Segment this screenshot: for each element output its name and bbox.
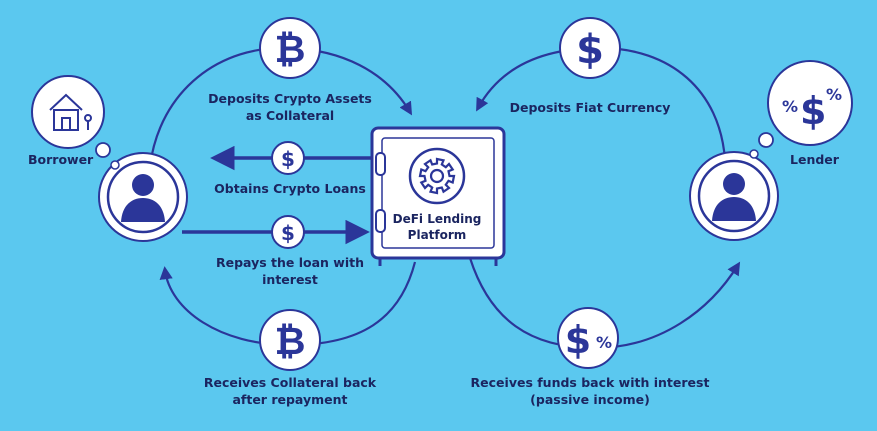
svg-text:%: % xyxy=(826,85,842,104)
svg-text:%: % xyxy=(782,97,798,116)
borrower-thought-cloud xyxy=(31,75,120,170)
svg-text:$: $ xyxy=(565,318,591,362)
deposit-fiat-label: Deposits Fiat Currency xyxy=(509,100,671,115)
deposit-collateral-label: Deposits Crypto Assets as Collateral xyxy=(208,91,372,123)
gear-outline xyxy=(418,157,456,195)
gear-vault-icon xyxy=(408,147,466,205)
defi-platform-vault: DeFi Lending Platform xyxy=(370,126,506,266)
svg-text:₿: ₿ xyxy=(275,27,306,71)
house-icon xyxy=(49,93,92,131)
vault-hinge-bottom xyxy=(375,209,386,233)
borrower-avatar xyxy=(98,152,188,242)
obtain-loans-label: Obtains Crypto Loans xyxy=(214,181,366,196)
person-icon xyxy=(121,174,165,222)
platform-label-line2: Platform xyxy=(408,228,467,242)
svg-text:₿: ₿ xyxy=(275,319,306,363)
receive-collateral-label: Receives Collateral back after repayment xyxy=(203,375,377,407)
receive-funds-label: Receives funds back with interest (passi… xyxy=(470,375,710,407)
svg-text:%: % xyxy=(596,333,612,352)
bitcoin-icon: ₿ xyxy=(259,309,321,371)
percent-dollar-icon: % $ % xyxy=(782,85,842,133)
dollar-percent-icon: $ % xyxy=(557,307,619,369)
bitcoin-icon: ₿ xyxy=(259,17,321,79)
svg-text:$: $ xyxy=(576,27,604,73)
vault-hinge-top xyxy=(375,152,386,176)
dollar-icon: $ xyxy=(271,215,305,249)
repay-loan-label: Repays the loan with interest xyxy=(215,255,364,287)
lender-thought-cloud: % $ % xyxy=(749,60,853,159)
platform-label-line1: DeFi Lending xyxy=(393,212,482,226)
lender-label: Lender xyxy=(790,152,839,167)
svg-text:$: $ xyxy=(281,147,295,171)
svg-text:$: $ xyxy=(281,221,295,245)
borrower-label: Borrower xyxy=(28,152,94,167)
lender-avatar xyxy=(689,151,779,241)
svg-text:$: $ xyxy=(800,89,826,133)
person-icon xyxy=(712,173,756,221)
dollar-icon: $ xyxy=(271,141,305,175)
dollar-icon: $ xyxy=(559,17,621,79)
